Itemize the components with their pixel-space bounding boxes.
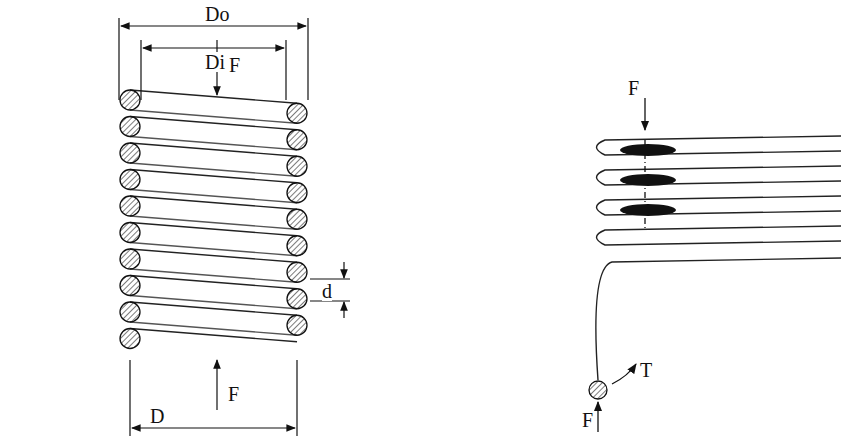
wire-section xyxy=(287,289,307,309)
wire-section xyxy=(120,196,140,216)
cut-faces xyxy=(620,144,676,216)
front-winding xyxy=(130,196,297,209)
wire-section xyxy=(120,249,140,269)
front-winding xyxy=(130,302,297,315)
wire-section xyxy=(287,103,307,123)
load-label: F xyxy=(228,384,239,404)
load-label: F xyxy=(229,55,240,75)
wire-section xyxy=(287,236,307,256)
wire-section xyxy=(120,302,140,322)
wire-section xyxy=(120,170,140,190)
dimension-label: d xyxy=(322,281,332,301)
wire-section xyxy=(120,117,140,137)
load-label: T xyxy=(640,360,652,380)
winding-loop xyxy=(597,136,841,155)
load-label: F xyxy=(628,78,639,98)
wire-section xyxy=(287,262,307,282)
front-winding xyxy=(130,249,297,262)
back-winding xyxy=(130,243,297,256)
back-winding xyxy=(130,190,297,203)
back-winding xyxy=(130,269,297,282)
load-label: F xyxy=(582,410,593,430)
back-winding xyxy=(130,110,297,123)
wire-sections xyxy=(120,90,307,349)
winding-loop xyxy=(597,226,841,245)
front-winding xyxy=(130,223,297,236)
dimension-label: Do xyxy=(205,4,229,24)
front-winding xyxy=(130,329,297,342)
wire-section xyxy=(287,209,307,229)
wire-section xyxy=(287,156,307,176)
wire-section xyxy=(287,315,307,335)
wire-section xyxy=(287,183,307,203)
wire-section xyxy=(287,130,307,150)
back-winding xyxy=(130,296,297,309)
front-winding xyxy=(130,90,297,103)
winding-loop xyxy=(597,196,841,215)
back-winding xyxy=(130,163,297,176)
front-winding xyxy=(130,276,297,289)
wire-section xyxy=(120,90,140,110)
back-winding xyxy=(130,137,297,150)
front-winding xyxy=(130,143,297,156)
wire-section xyxy=(120,329,140,349)
wire-section xyxy=(120,143,140,163)
wire-section xyxy=(120,223,140,243)
front-winding xyxy=(130,170,297,183)
back-winding xyxy=(130,322,297,335)
wire-section xyxy=(120,276,140,296)
winding-end xyxy=(596,258,841,380)
coil-windings xyxy=(130,90,841,380)
dimension-label: D xyxy=(150,406,164,426)
dimension-label: Di xyxy=(205,52,225,72)
winding-loop xyxy=(597,166,841,185)
front-winding xyxy=(130,117,297,130)
dimension-lines xyxy=(119,18,350,436)
back-winding xyxy=(130,216,297,229)
wire-section xyxy=(589,381,607,399)
